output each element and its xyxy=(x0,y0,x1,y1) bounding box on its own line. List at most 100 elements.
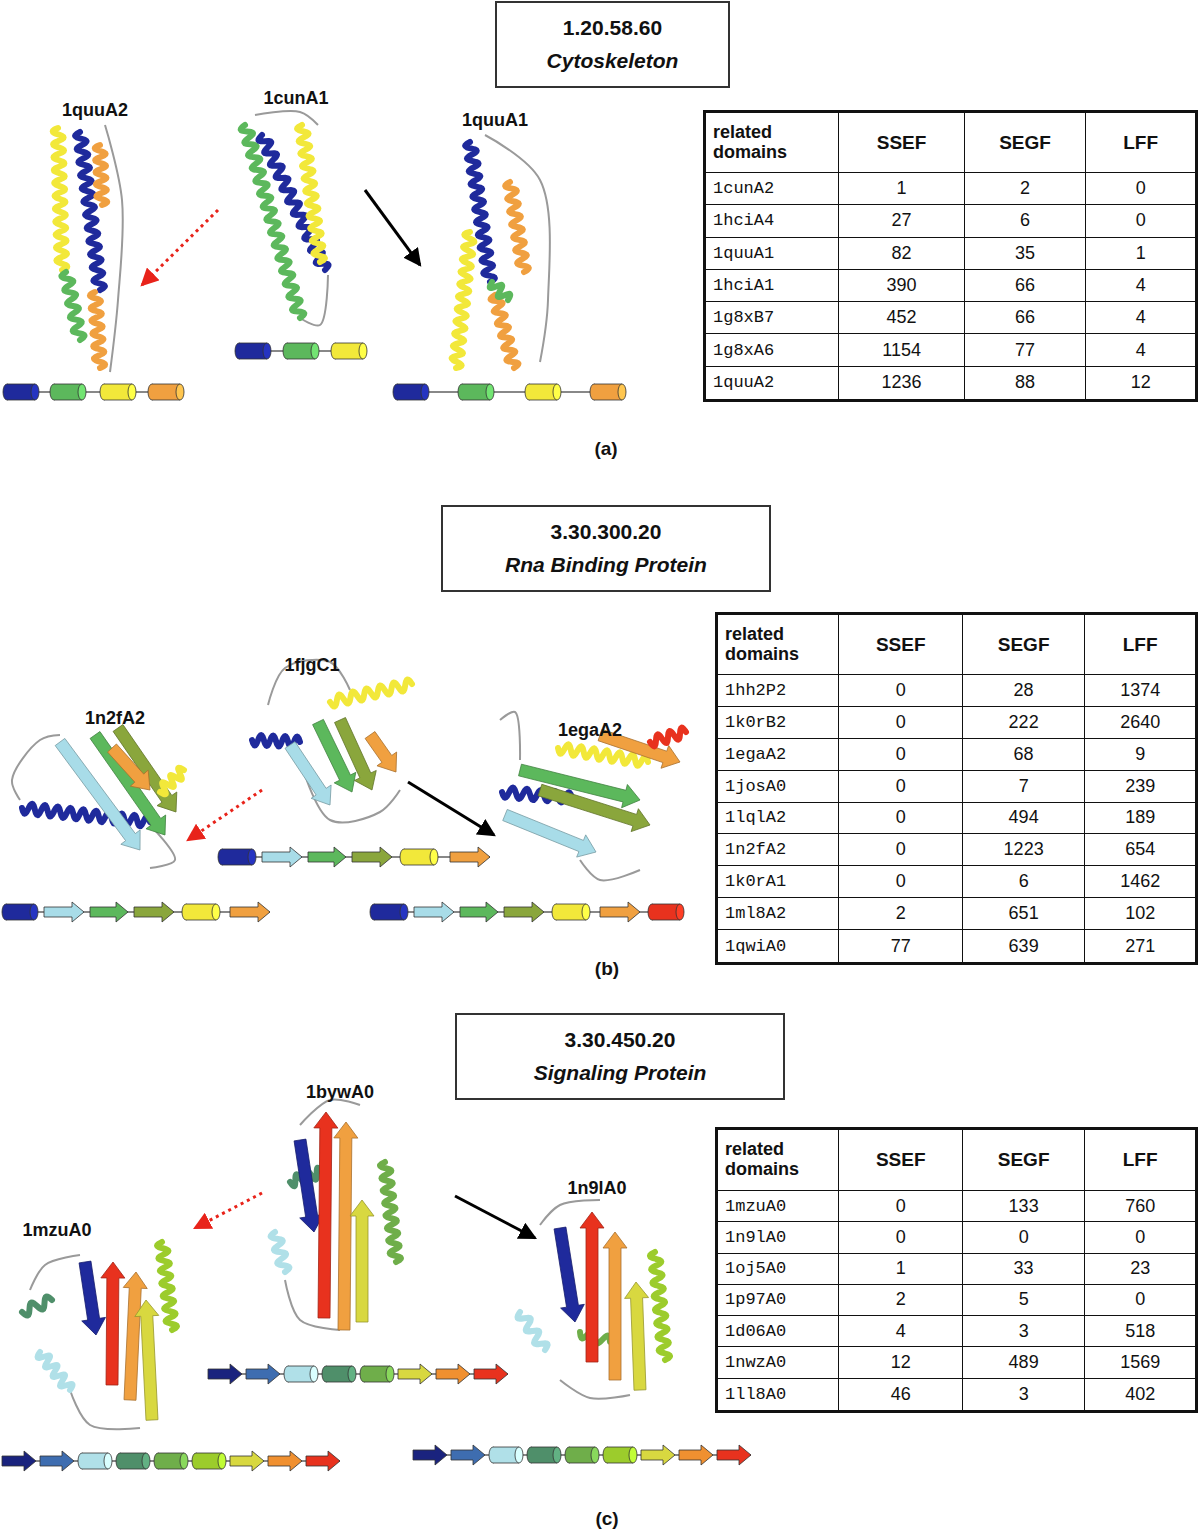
score-value: 4 xyxy=(1136,307,1146,328)
helix-cylinder xyxy=(591,1447,599,1463)
strand-symbol xyxy=(451,1445,485,1465)
panel-letter: (c) xyxy=(595,1508,618,1530)
title-box: 3.30.300.20Rna Binding Protein xyxy=(441,505,771,592)
protein-structure: 1quuA2 xyxy=(20,95,142,380)
strand-symbol xyxy=(40,1451,74,1471)
helix-ribbon xyxy=(61,272,84,340)
domain-id: 1k0rB2 xyxy=(725,713,786,732)
table-cell: 9 xyxy=(1085,739,1195,771)
strand-arrow xyxy=(580,1212,604,1362)
loop-coil xyxy=(485,135,550,362)
strand-symbol xyxy=(308,847,346,867)
helix-cylinder xyxy=(78,384,86,400)
protein-structure: 1bywA0 xyxy=(262,1078,455,1340)
column-header: SEGF xyxy=(998,1149,1050,1171)
table-cell: SSEF xyxy=(839,615,962,675)
score-value: 189 xyxy=(1125,807,1155,828)
table-cell: SEGF xyxy=(963,615,1085,675)
similarity-arrow xyxy=(455,1196,535,1238)
table-cell: 239 xyxy=(1085,771,1195,803)
column-header: LFF xyxy=(1123,1149,1158,1171)
helix-cylinder xyxy=(486,384,494,400)
table-cell: 1quuA2 xyxy=(706,367,839,399)
domain-id: 1qwiA0 xyxy=(725,937,786,956)
domain-label: 1mzuA0 xyxy=(22,1220,91,1241)
table-cell: LFF xyxy=(1085,615,1195,675)
score-value: 3 xyxy=(1019,1384,1029,1405)
table-cell: 0 xyxy=(839,803,962,835)
table-cell: 0 xyxy=(1086,205,1195,237)
table-cell: SEGF xyxy=(965,113,1087,173)
helix-cylinder xyxy=(248,849,256,865)
table-cell: 1mzuA0 xyxy=(718,1191,839,1222)
helix-ribbon xyxy=(517,1312,547,1350)
domain-id: 1lqlA2 xyxy=(725,808,786,827)
domain-label: 1n2fA2 xyxy=(85,708,145,729)
table-cell: SEGF xyxy=(963,1130,1085,1191)
loop-coil xyxy=(560,1380,630,1399)
score-value: 639 xyxy=(1009,936,1039,957)
similarity-arrow xyxy=(365,190,420,265)
table-cell: 102 xyxy=(1085,898,1195,930)
domain-id: 1g8xB7 xyxy=(713,308,774,327)
table-cell: 77 xyxy=(965,334,1087,366)
helix-cylinder xyxy=(553,384,561,400)
score-value: 9 xyxy=(1135,744,1145,765)
score-value: 0 xyxy=(896,744,906,765)
helix-cylinder xyxy=(629,1447,637,1463)
table-cell: 7 xyxy=(963,771,1085,803)
table-cell: 760 xyxy=(1085,1191,1195,1222)
strand-symbol xyxy=(679,1445,713,1465)
strand-symbol xyxy=(436,1364,470,1384)
strand-symbol xyxy=(262,847,302,867)
helix-cylinder xyxy=(186,904,216,920)
score-value: 12 xyxy=(1131,372,1151,393)
domain-id: 1cunA2 xyxy=(713,179,774,198)
score-value: 489 xyxy=(1009,1352,1039,1373)
score-value: 0 xyxy=(896,1196,906,1217)
strand-arrow xyxy=(79,1261,105,1335)
strand-arrow xyxy=(538,784,650,831)
protein-structure: 1quuA1 xyxy=(420,105,575,380)
strand-arrow xyxy=(101,1262,125,1385)
helix-cylinder xyxy=(311,343,319,359)
table-cell: 494 xyxy=(963,803,1085,835)
similarity-arrow xyxy=(195,1193,262,1228)
table-cell: related domains xyxy=(718,615,839,675)
column-header: related domains xyxy=(725,625,838,665)
table-cell: 88 xyxy=(965,367,1087,399)
domain-id: 1d06A0 xyxy=(725,1322,786,1341)
table-cell: 0 xyxy=(839,739,962,771)
score-value: 0 xyxy=(1136,178,1146,199)
score-value: 46 xyxy=(891,1384,911,1405)
domain-id: 1p97A0 xyxy=(725,1290,786,1309)
table-cell: 2 xyxy=(839,1285,962,1316)
score-value: 5 xyxy=(1019,1289,1029,1310)
helix-cylinder xyxy=(676,904,684,920)
score-value: 239 xyxy=(1125,776,1155,797)
score-table: related domainsSSEFSEGFLFF1hh2P202813741… xyxy=(715,612,1198,965)
strand-symbol xyxy=(44,902,84,922)
cath-code: 3.30.300.20 xyxy=(551,516,662,549)
strand-symbol xyxy=(2,1451,36,1471)
table-cell: LFF xyxy=(1086,113,1195,173)
helix-cylinder xyxy=(386,1366,394,1382)
column-header: SSEF xyxy=(877,132,927,154)
column-header: SEGF xyxy=(999,132,1051,154)
score-value: 4 xyxy=(896,1321,906,1342)
table-cell: 66 xyxy=(965,302,1087,334)
score-value: 452 xyxy=(887,307,917,328)
helix-cylinder xyxy=(374,904,404,920)
helix-ribbon xyxy=(95,145,108,205)
table-cell: 2 xyxy=(965,173,1087,205)
score-value: 1 xyxy=(1136,243,1146,264)
table-cell: 1462 xyxy=(1085,866,1195,898)
helix-ribbon xyxy=(330,679,412,706)
strand-symbol xyxy=(268,1451,302,1471)
table-cell: 35 xyxy=(965,238,1087,270)
score-table: related domainsSSEFSEGFLFF1cunA21201hciA… xyxy=(703,110,1198,402)
table-cell: 639 xyxy=(963,930,1085,962)
score-value: 6 xyxy=(1019,871,1029,892)
score-value: 82 xyxy=(892,243,912,264)
score-value: 2 xyxy=(1020,178,1030,199)
